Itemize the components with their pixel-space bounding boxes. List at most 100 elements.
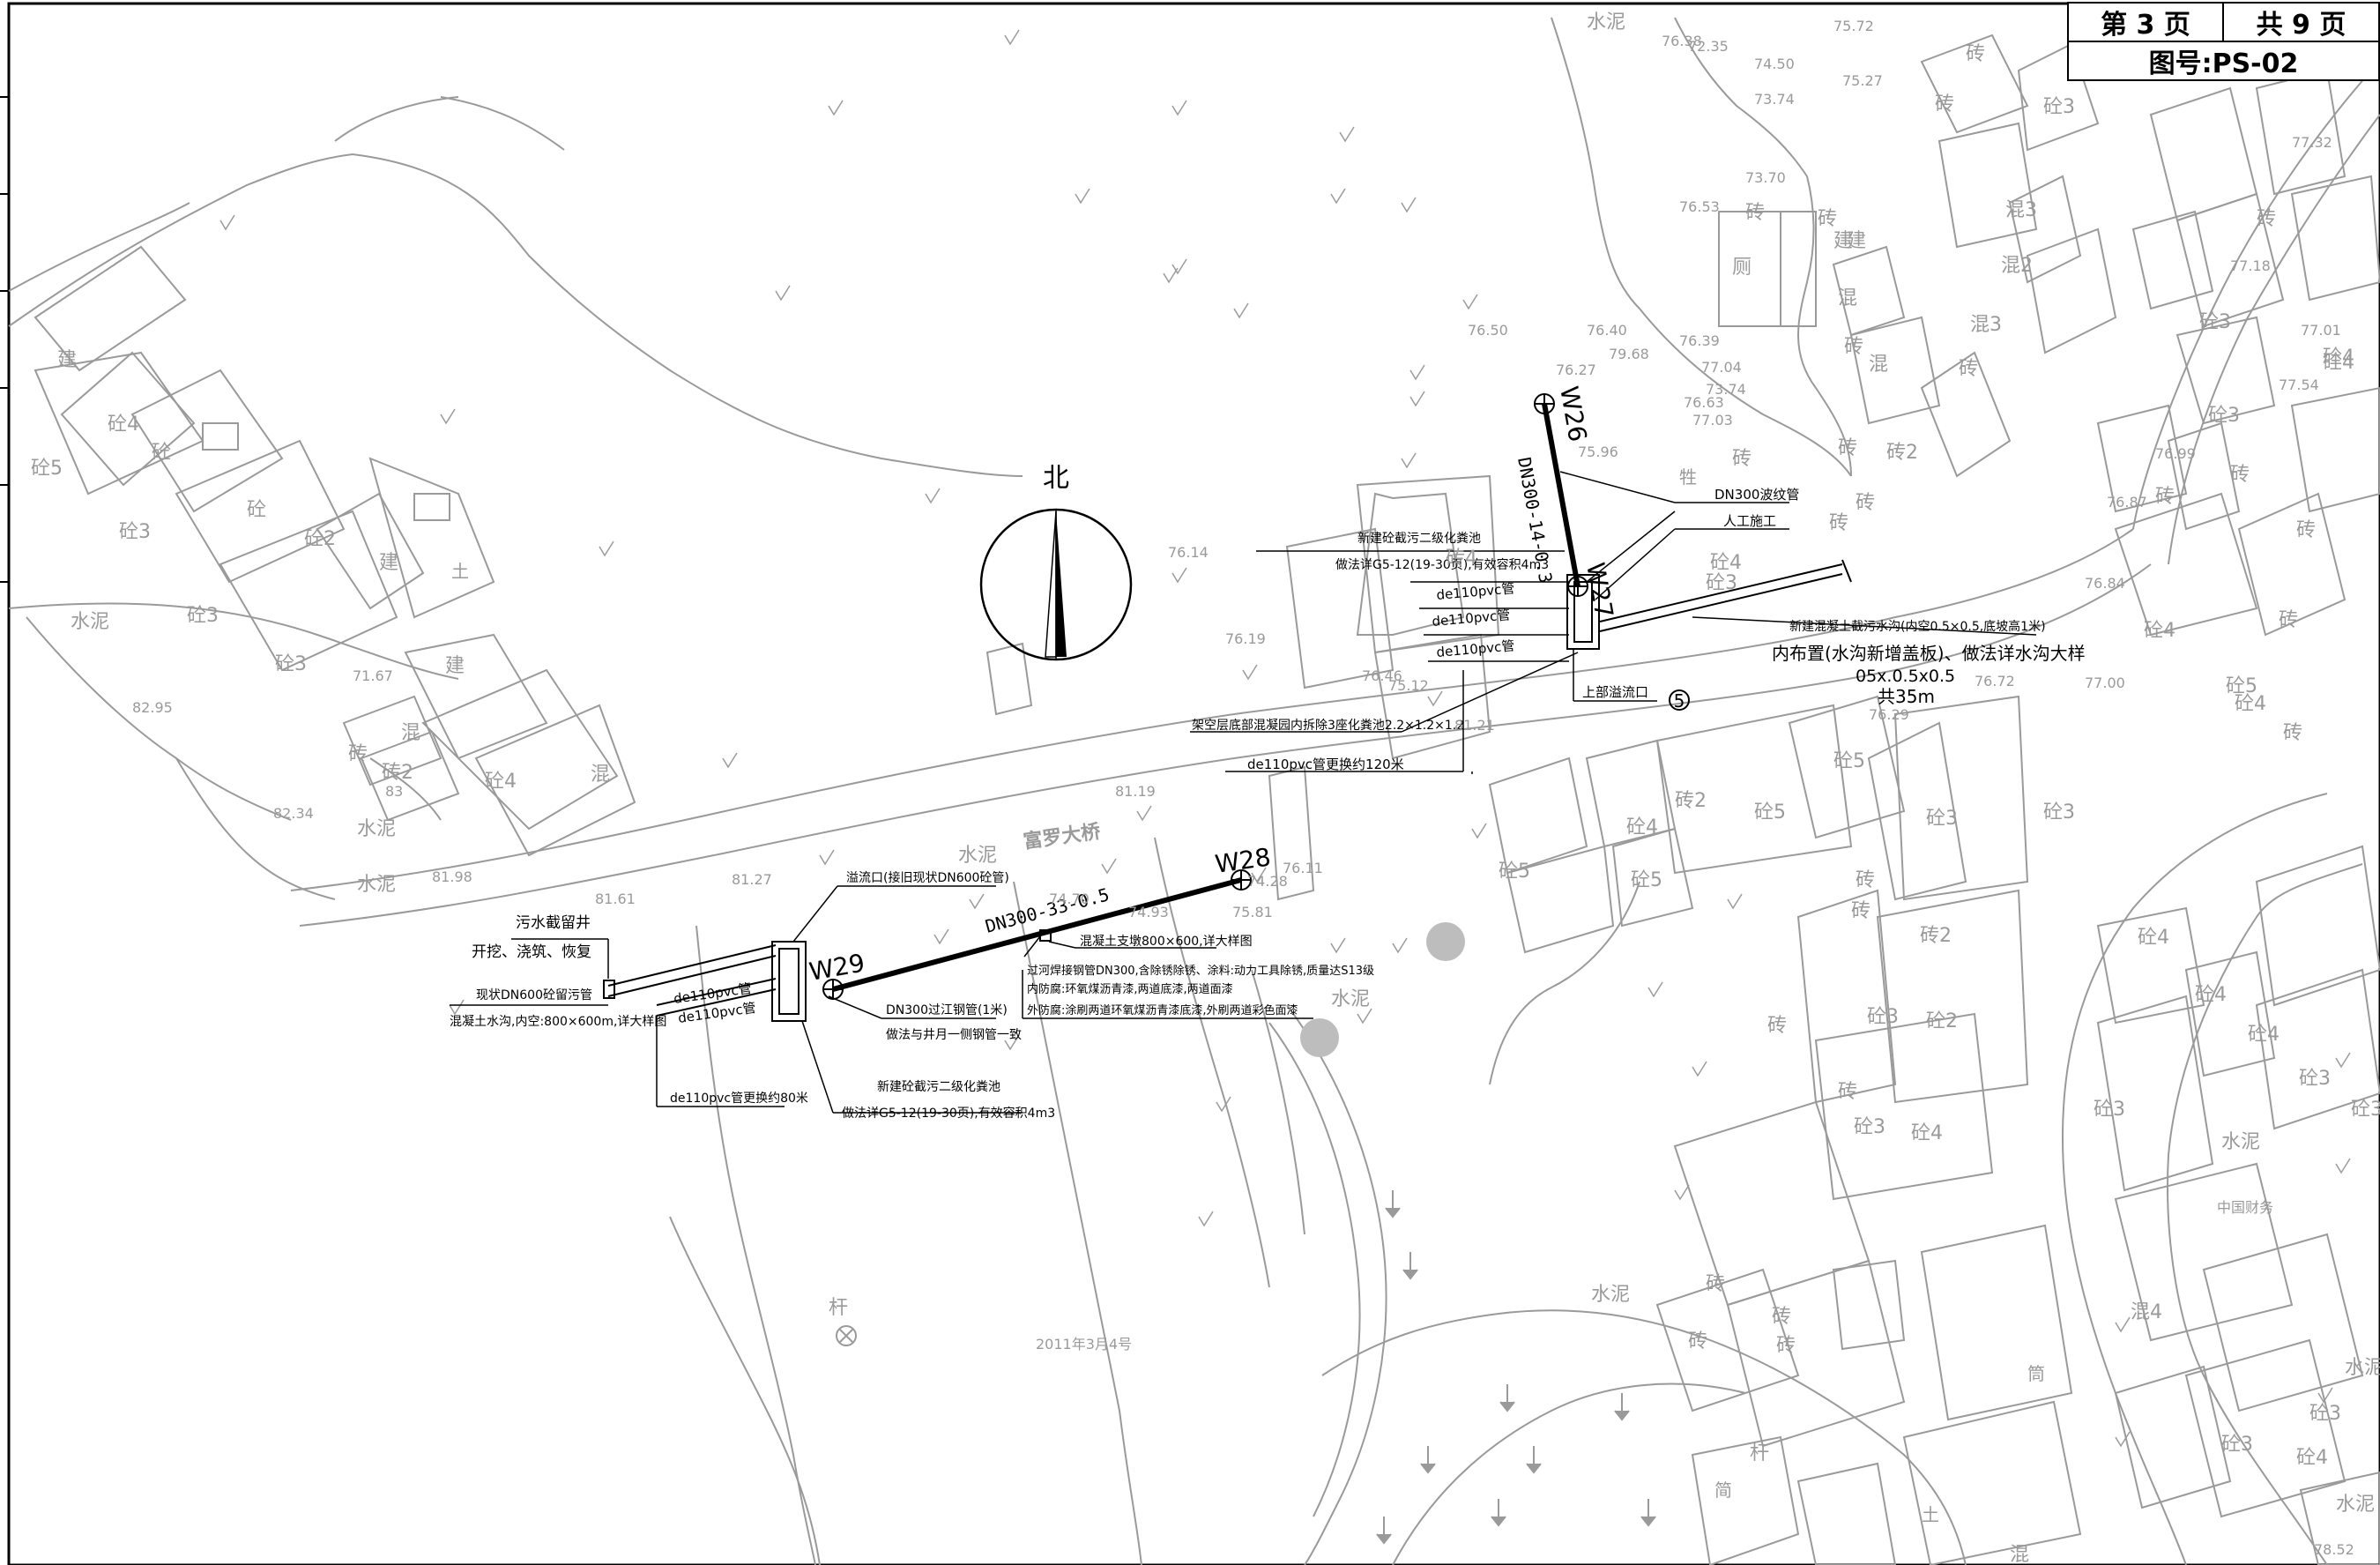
building-labels: 砼4 砼5 砼 砼3 砼 砼2 砼3 砼3 砼4 混 砖2 砖 混 砖4 砖 砼…: [31, 43, 2380, 1565]
annot-sewage-well: 污水截留井: [516, 914, 591, 932]
svg-text:76.29: 76.29: [1869, 706, 1909, 723]
svg-text:砖2: 砖2: [382, 762, 413, 784]
svg-text:83: 83: [385, 783, 403, 800]
svg-text:水泥: 水泥: [2336, 1494, 2375, 1516]
annot-conc-pier: 混凝土支墩800×600,详大样图: [1080, 935, 1253, 949]
detail-number: 5: [1674, 690, 1685, 712]
svg-text:75.27: 75.27: [1842, 72, 1883, 89]
svg-text:砼4: 砼4: [108, 414, 139, 436]
page-total: 共 9 页: [2256, 10, 2347, 41]
svg-text:76.46: 76.46: [1362, 667, 1402, 684]
annot-ditch-cover: 内布置(水沟新增盖板)、做法详水沟大样: [1772, 643, 2086, 664]
svg-text:杆: 杆: [829, 1297, 848, 1319]
svg-text:砖2: 砖2: [1675, 790, 1707, 812]
svg-text:72.35: 72.35: [1688, 38, 1729, 55]
detail-number-circle: [1669, 689, 1690, 711]
svg-text:77.01: 77.01: [2301, 322, 2341, 339]
annot-steel-1: 过河焊接钢管DN300,含除锈除锈、涂料:动力工具除锈,质量达S13级: [1027, 964, 1374, 978]
svg-text:砼4: 砼4: [2248, 1024, 2280, 1046]
svg-text:砼4: 砼4: [2138, 927, 2169, 949]
page-current: 第 3 页: [2101, 10, 2190, 41]
svg-text:砖: 砖: [1856, 869, 1875, 891]
annot-ditch-size: 05x.0.5x0.5: [1856, 667, 1955, 686]
drawing-frame: [7, 2, 2380, 1565]
annot-dn300-river-2: 做法与井月一侧钢管一致: [886, 1028, 1022, 1042]
survey-date: 2011年3月4号: [1036, 1336, 1132, 1353]
svg-text:砼3: 砼3: [1926, 808, 1958, 830]
svg-text:81.61: 81.61: [595, 891, 636, 907]
annot-ditch-new: 新建混凝土截污水沟(内空0.5×0.5,底坡高1米): [1789, 619, 2046, 634]
svg-text:砖: 砖: [1959, 358, 1978, 380]
svg-text:71.67: 71.67: [353, 667, 393, 684]
page-current-cell: 第 3 页: [2067, 2, 2224, 42]
svg-text:砼2: 砼2: [304, 528, 336, 550]
annot-dn300-wave: DN300波纹管: [1714, 487, 1799, 503]
svg-text:砼5: 砼5: [1754, 801, 1786, 823]
svg-text:水泥: 水泥: [1331, 988, 1370, 1010]
svg-text:砼4: 砼4: [1626, 816, 1658, 838]
svg-text:砼3: 砼3: [275, 653, 307, 675]
svg-text:73.74: 73.74: [1754, 91, 1795, 108]
svg-text:砖: 砖: [1772, 1306, 1791, 1328]
annot-conc-ditch: 混凝土水沟,内空:800×600m,详大样图: [450, 1015, 666, 1029]
svg-text:建: 建: [1847, 230, 1866, 252]
tree-marker: [1426, 922, 1465, 961]
svg-text:74.93: 74.93: [1128, 904, 1169, 920]
svg-text:砼3: 砼3: [2094, 1099, 2125, 1121]
annot-overflow: 溢流口(接旧现状DN600砼管): [846, 870, 1009, 885]
svg-text:砖: 砖: [1838, 1081, 1857, 1103]
svg-text:砼3: 砼3: [1867, 1006, 1899, 1028]
svg-text:砖: 砖: [2257, 208, 2276, 230]
station-w27: W27: [1580, 560, 1618, 620]
svg-text:砼3: 砼3: [2299, 1068, 2331, 1090]
svg-text:砼2: 砼2: [1926, 1010, 1958, 1032]
svg-text:砖2: 砖2: [1920, 925, 1952, 947]
annot-septic-ref-2: 做法详G5-12(19-30页),有效容积4m3: [842, 1106, 1055, 1121]
annot-manual: 人工施工: [1723, 513, 1776, 529]
svg-text:81.98: 81.98: [432, 868, 472, 885]
svg-text:砼3: 砼3: [2208, 405, 2240, 427]
svg-text:砖: 砖: [1732, 448, 1752, 470]
svg-text:砼5: 砼5: [1833, 750, 1865, 772]
annot-septic-new-1: 新建砼截污二级化粪池: [1357, 532, 1481, 546]
svg-text:混: 混: [591, 764, 610, 786]
svg-text:砖: 砖: [1829, 512, 1848, 534]
svg-text:混3: 混3: [1970, 314, 2002, 336]
annot-pvc-120: de110pvc管更换约120米: [1247, 756, 1404, 772]
svg-text:杆: 杆: [1750, 1442, 1769, 1464]
svg-text:76.72: 76.72: [1975, 673, 2015, 689]
pipe-w28-w29: [832, 877, 1242, 992]
svg-text:75.72: 75.72: [1833, 18, 1874, 34]
annot-existing-dn600: 现状DN600砼留污管: [476, 988, 592, 1002]
septic-tank-w29: [771, 941, 807, 1022]
svg-text:砖: 砖: [2155, 486, 2175, 508]
svg-text:砼4: 砼4: [2323, 352, 2354, 374]
svg-text:砼4: 砼4: [2144, 620, 2175, 642]
svg-text:砼5: 砼5: [1499, 861, 1530, 883]
svg-text:砼3: 砼3: [187, 605, 219, 627]
svg-text:砼3: 砼3: [2199, 311, 2231, 333]
svg-text:74.50: 74.50: [1754, 56, 1795, 72]
svg-text:建: 建: [445, 655, 465, 677]
svg-text:砖: 砖: [1838, 437, 1857, 459]
svg-text:砼5: 砼5: [1631, 869, 1662, 891]
svg-text:混: 混: [2010, 1544, 2029, 1565]
slope-arrows: [1376, 1190, 1656, 1545]
svg-text:79.68: 79.68: [1609, 346, 1649, 362]
svg-text:76.14: 76.14: [1168, 544, 1209, 561]
svg-text:81.19: 81.19: [1115, 783, 1156, 800]
svg-text:水泥: 水泥: [1591, 1284, 1630, 1306]
pipe-label-dn300-33: DN300-33-0.5: [983, 883, 1112, 937]
svg-text:水泥: 水泥: [357, 874, 396, 896]
tree-marker: [1300, 1018, 1339, 1057]
svg-text:76.84: 76.84: [2085, 575, 2125, 592]
ditch-left: [603, 944, 777, 1017]
svg-text:76.99: 76.99: [2155, 445, 2196, 462]
ditch-right: [1599, 559, 1852, 632]
station-markers: [822, 393, 1588, 1000]
drawing-number-cell: 图号:PS-02: [2067, 41, 2380, 81]
svg-text:76.11: 76.11: [1283, 860, 1323, 876]
svg-text:砖: 砖: [1776, 1335, 1796, 1357]
svg-text:土: 土: [451, 561, 469, 582]
svg-text:82.34: 82.34: [273, 805, 314, 822]
